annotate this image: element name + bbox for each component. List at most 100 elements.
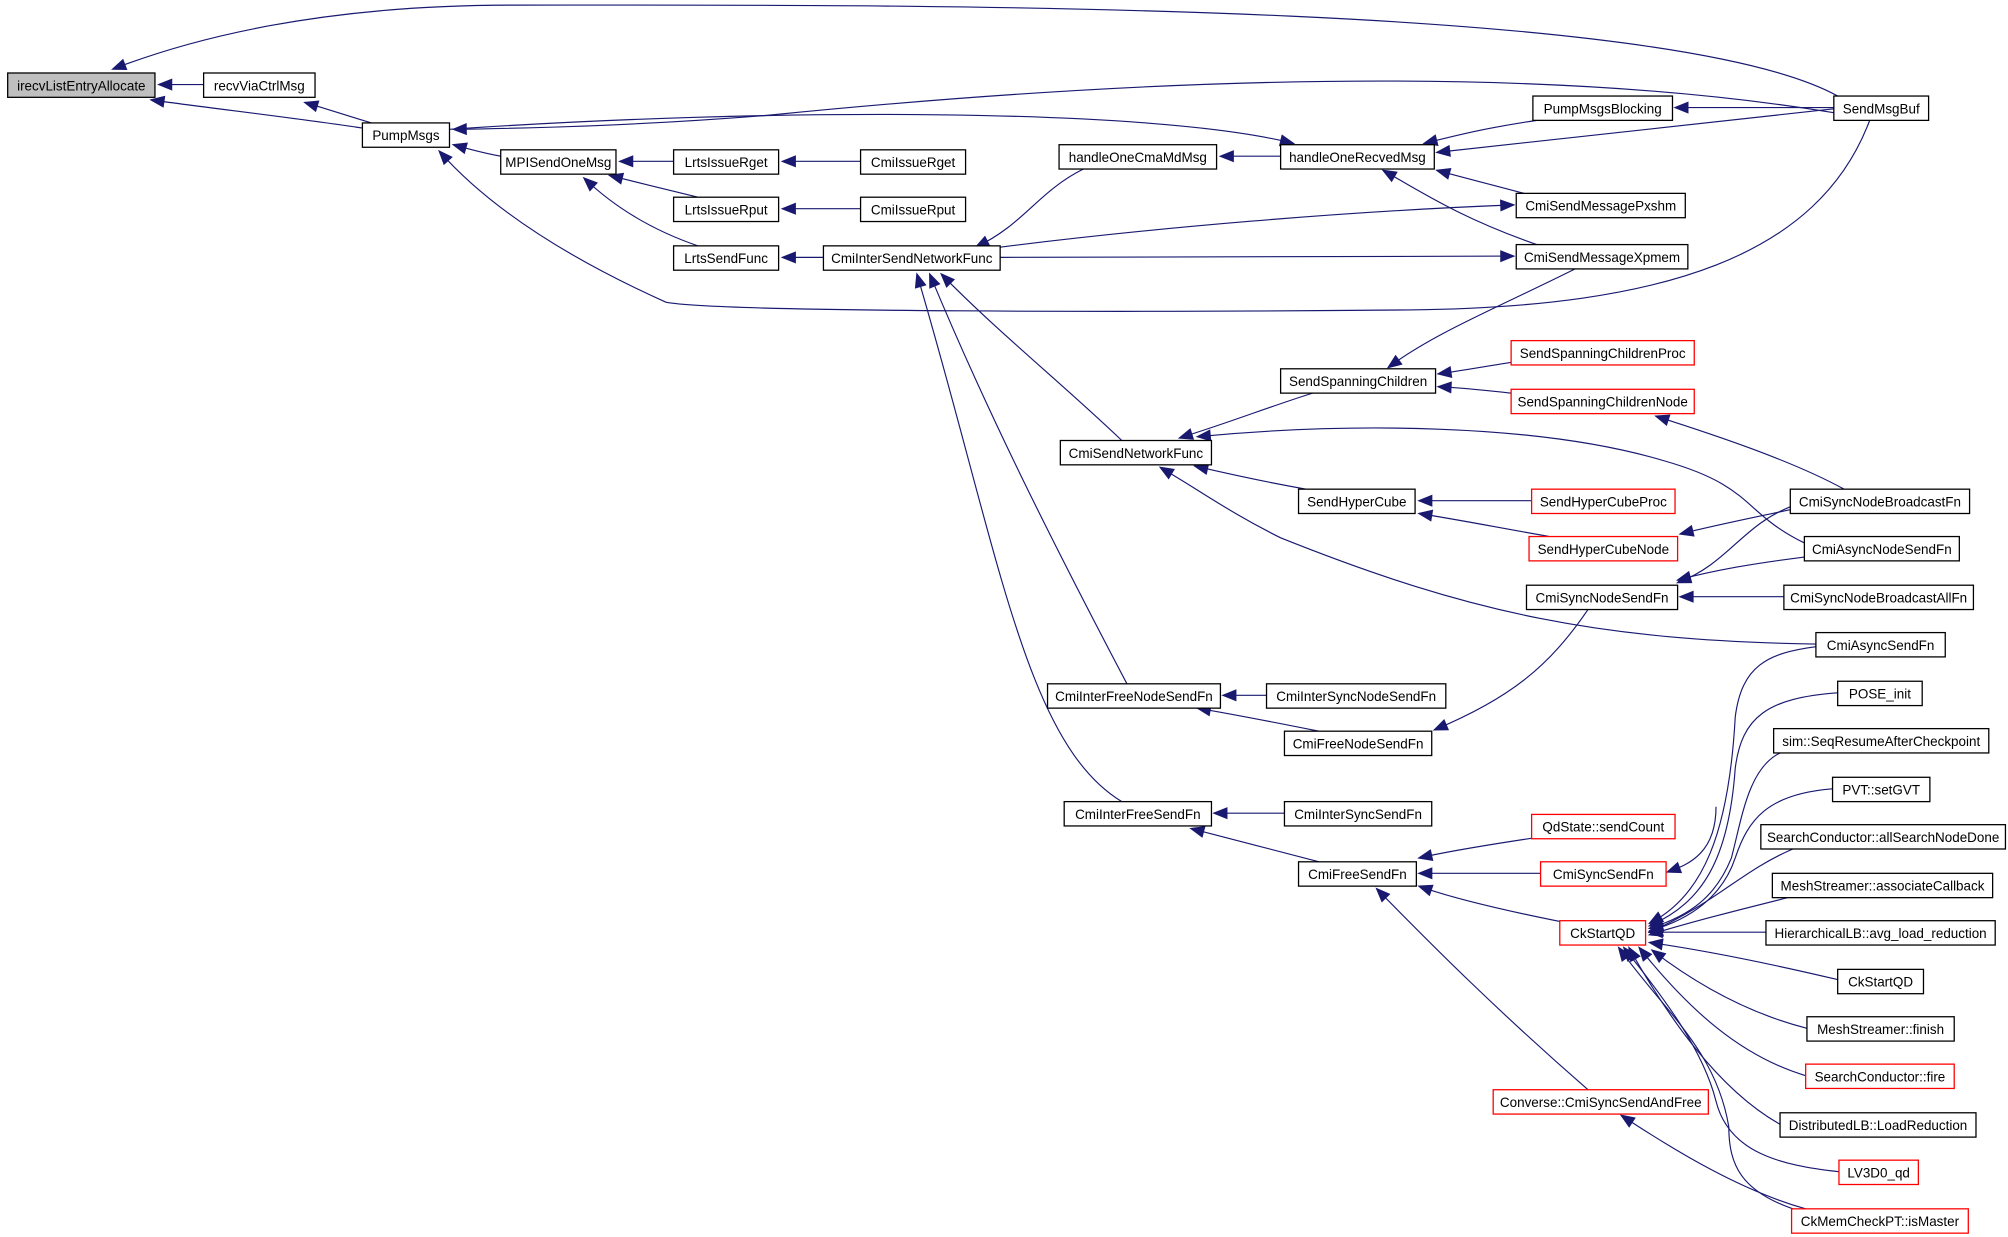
arrowhead-icon [1435,144,1451,157]
edge-CmiSyncNodeBroadcastFn-to-SendHyperCubeNode [1678,509,1791,537]
node-label: POSE_init [1849,687,1911,702]
node-CmiAsyncNodeSendFn[interactable]: CmiAsyncNodeSendFn [1803,535,1960,562]
edge-LrtsIssueRget-to-MPISendOneMsg [618,155,674,168]
edge-CmiFreeSendFn-to-CmiInterFreeSendFn [1189,826,1320,863]
edge-CmiSyncSendFn-to-CmiFreeSendFn [1417,867,1541,880]
node-sim-SeqResumeAfterCheckpoint[interactable]: sim::SeqResumeAfterCheckpoint [1773,727,1990,754]
node-SearchConductor-allSearchNodeDone[interactable]: SearchConductor::allSearchNodeDone [1760,824,2007,850]
node-label: CmiIssueRput [871,203,956,218]
node-CmiInterFreeSendFn[interactable]: CmiInterFreeSendFn [1063,800,1213,827]
node-CmiFreeSendFn[interactable]: CmiFreeSendFn [1297,861,1417,887]
edge-CmiSyncNodeSendFn-to-CmiFreeNodeSendFn [1432,609,1589,731]
node-box [1559,920,1647,946]
node-MPISendOneMsg[interactable]: MPISendOneMsg [500,149,617,175]
node-handleOneRecvedMsg[interactable]: handleOneRecvedMsg [1279,144,1435,170]
edge-PumpMsgs-to-irecvListEntryAllocate [149,95,363,129]
node-CmiSyncNodeBroadcastFn[interactable]: CmiSyncNodeBroadcastFn [1789,488,1971,515]
node-MeshStreamer-associateCallback[interactable]: MeshStreamer::associateCallback [1771,872,1994,899]
node-label: CmiInterFreeSendFn [1075,807,1200,822]
edge-line [1000,204,1514,248]
node-CmiSyncSendFn[interactable]: CmiSyncSendFn [1539,861,1667,887]
edge-line [1179,392,1313,439]
edge-CmiIssueRput-to-LrtsIssueRput [780,202,861,215]
node-label: CmiInterSyncSendFn [1294,807,1422,822]
node-SendSpanningChildrenNode[interactable]: SendSpanningChildrenNode [1510,388,1695,415]
arrowhead-icon [1278,134,1296,147]
node-box [1815,631,1946,658]
node-PVT-setGVT[interactable]: PVT::setGVT [1831,776,1931,803]
arrowhead-icon [1375,887,1391,903]
edge-SendMsgBuf-to-handleOneRecvedMsg [1435,108,1834,157]
node-PumpMsgsBlocking[interactable]: PumpMsgsBlocking [1532,95,1674,122]
node-box [1528,535,1679,562]
edge-CmiIssueRget-to-LrtsIssueRget [780,155,861,168]
edge-CkMemCheckPT_isMaster-to-CkStartQD [1617,946,1794,1210]
node-box [1806,1016,1955,1042]
edge-line [449,113,1294,144]
node-MeshStreamer-finish[interactable]: MeshStreamer::finish [1806,1016,1955,1042]
node-CmiSendMessageXpmem[interactable]: CmiSendMessageXpmem [1515,243,1689,270]
node-box [1297,861,1417,887]
arrowhead-icon [1500,250,1516,263]
arrowhead-icon [438,149,453,166]
node-box [672,245,780,271]
node-CkMemCheckPT-isMaster[interactable]: CkMemCheckPT::isMaster [1790,1208,1969,1234]
arrowhead-icon [1619,1114,1636,1128]
node-box [1063,800,1213,827]
arrowhead-icon [1675,570,1693,583]
node-DistributedLB-LoadReduction[interactable]: DistributedLB::LoadReduction [1779,1112,1977,1138]
edge-line [1434,609,1589,731]
node-Converse-CmiSyncSendAndFree[interactable]: Converse::CmiSyncSendAndFree [1492,1089,1709,1115]
node-CmiAsyncSendFn[interactable]: CmiAsyncSendFn [1815,631,1946,658]
node-POSE-init[interactable]: POSE_init [1837,680,1923,707]
node-CmiSyncNodeBroadcastAllFn[interactable]: CmiSyncNodeBroadcastAllFn [1783,584,1975,611]
node-CmiSyncNodeSendFn[interactable]: CmiSyncNodeSendFn [1525,584,1679,611]
node-SendMsgBuf[interactable]: SendMsgBuf [1833,95,1930,122]
node-box [1790,1208,1969,1234]
node-CkStartQD[interactable]: CkStartQD [1559,920,1647,946]
node-CmiIssueRget[interactable]: CmiIssueRget [859,149,967,175]
edge-CmiInterSyncSendFn-to-CmiInterFreeSendFn [1212,807,1285,820]
edge-HierarchicalLB_avg_load_reduction-to-CkStartQD [1647,926,1766,939]
node-CmiFreeNodeSendFn[interactable]: CmiFreeNodeSendFn [1283,730,1433,757]
node-CmiInterSyncNodeSendFn[interactable]: CmiInterSyncNodeSendFn [1265,683,1447,709]
edge-line [112,4,1838,97]
edge-SendMsgBuf-to-PumpMsgsBlocking [1673,101,1834,114]
node-handleOneCmaMdMsg[interactable]: handleOneCmaMdMsg [1058,144,1218,170]
node-CmiSendMessagePxshm[interactable]: CmiSendMessagePxshm [1515,192,1686,219]
node-PumpMsgs[interactable]: PumpMsgs [361,122,451,148]
node-LrtsSendFunc[interactable]: LrtsSendFunc [672,245,780,271]
node-label: SendMsgBuf [1843,101,1920,116]
edge-line [453,80,1834,130]
node-LrtsIssueRput[interactable]: LrtsIssueRput [672,196,780,223]
node-CmiIssueRput[interactable]: CmiIssueRput [859,196,967,223]
node-CkStartQD-2[interactable]: CkStartQD [1837,968,1925,995]
node-box [1539,861,1667,887]
edge-SendHyperCubeProc-to-SendHyperCube [1417,494,1532,507]
node-box [1265,683,1447,709]
node-CmiInterSyncSendFn[interactable]: CmiInterSyncSendFn [1283,800,1433,827]
node-SendHyperCubeProc[interactable]: SendHyperCubeProc [1530,488,1676,515]
node-CmiSendNetworkFunc[interactable]: CmiSendNetworkFunc [1059,439,1213,466]
node-label: SendHyperCubeNode [1538,542,1669,557]
node-SendHyperCubeNode[interactable]: SendHyperCubeNode [1528,535,1679,562]
node-HierarchicalLB-avg-load-reduction[interactable]: HierarchicalLB::avg_load_reduction [1765,920,1996,946]
edge-line [1418,836,1537,859]
node-box [1279,144,1435,170]
arrowhead-icon [607,172,625,185]
node-CmiInterSendNetworkFunc[interactable]: CmiInterSendNetworkFunc [822,245,1001,271]
node-recvViaCtrlMsg[interactable]: recvViaCtrlMsg [202,72,316,98]
node-LrtsIssueRget[interactable]: LrtsIssueRget [672,149,780,175]
node-QdState-sendCount[interactable]: QdState::sendCount [1530,813,1676,840]
node-SendSpanningChildrenProc[interactable]: SendSpanningChildrenProc [1510,339,1695,366]
node-SendSpanningChildren[interactable]: SendSpanningChildren [1279,368,1437,394]
node-SendHyperCube[interactable]: SendHyperCube [1297,488,1416,515]
node-LV3D0-qd[interactable]: LV3D0_qd [1838,1159,1919,1186]
node-CmiInterFreeNodeSendFn[interactable]: CmiInterFreeNodeSendFn [1046,683,1222,709]
arrowhead-icon [1673,101,1689,114]
node-box [1279,368,1437,394]
node-box [1779,1112,1977,1138]
node-label: CmiIssueRget [871,155,956,170]
node-SearchConductor-fire[interactable]: SearchConductor::fire [1805,1063,1955,1090]
arrowhead-icon [1678,590,1694,603]
